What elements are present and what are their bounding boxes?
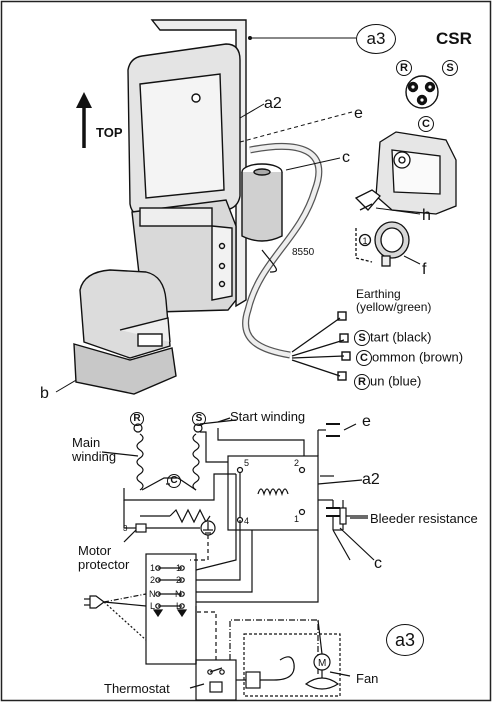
fan-motor-glyph: M	[318, 658, 326, 669]
schematic-small-text: 5 2 4 1 1 2 N L 1 2 N L M 3	[123, 458, 326, 669]
schematic-letter-r: R	[130, 412, 144, 426]
relay-bracket-drawing	[354, 131, 457, 215]
bleeder-resistance-label: Bleeder resistance	[370, 511, 478, 526]
terminal-row-1-right: 1	[176, 563, 181, 573]
terminal-row-1-left: 1	[150, 563, 155, 573]
up-arrow-icon	[76, 92, 92, 148]
legend-earthing-line2: (yellow/green)	[356, 300, 432, 314]
wiring-schematic	[84, 417, 375, 701]
legend-run-text: un (blue)	[370, 373, 422, 389]
relay-pin-1: 1	[294, 514, 299, 524]
svg-text:1: 1	[362, 236, 367, 246]
callout-f: f	[422, 261, 427, 278]
connector-letter-r: R	[396, 60, 412, 76]
schematic-callout-c: c	[374, 555, 382, 572]
callout-e: e	[354, 105, 363, 122]
callout-a3-bottom: a3	[386, 624, 424, 656]
schematic-callout-a2: a2	[362, 471, 380, 488]
top-label: TOP	[96, 125, 123, 140]
main-winding-label: Main winding	[72, 436, 116, 464]
motor-protector-line1: Motor	[78, 543, 112, 558]
page-title: CSR	[436, 29, 472, 48]
schematic-letter-s: S	[192, 412, 206, 426]
relay-pin-4: 4	[244, 516, 249, 526]
legend-start-text: tart (black)	[370, 329, 432, 345]
callout-b: b	[40, 385, 49, 402]
legend-earthing-line1: Earthing	[356, 287, 401, 301]
callout-h: h	[422, 207, 431, 224]
part-number-label: 8550	[292, 247, 315, 258]
legend-common-text: ommon (brown)	[372, 349, 464, 365]
main-winding-line1: Main	[72, 435, 101, 450]
legend-start-letter: S	[354, 330, 370, 346]
motor-protector-number: 3	[123, 524, 128, 533]
main-winding-line2: winding	[72, 449, 117, 464]
terminal-row-n-left: N	[149, 589, 156, 599]
callout-a2: a2	[264, 95, 282, 112]
terminal-row-2-right: 2	[176, 575, 181, 585]
motor-protector-line2: protector	[78, 557, 130, 572]
schematic-callout-e: e	[362, 413, 371, 430]
terminal-row-2-left: 2	[150, 575, 155, 585]
terminal-row-l-right: L	[176, 601, 181, 611]
legend-common-letter: C	[356, 350, 372, 366]
schematic-letter-c: C	[167, 474, 181, 488]
motor-protector-label: Motor protector	[78, 544, 129, 572]
connector-letter-s: S	[442, 60, 458, 76]
relay-pin-2: 2	[294, 458, 299, 468]
callout-a3-top: a3	[356, 24, 396, 54]
start-winding-label: Start winding	[230, 409, 306, 424]
csr-connector-icon	[405, 75, 439, 109]
terminal-row-n-right: N	[175, 589, 182, 599]
power-plug-drawing	[73, 269, 177, 395]
a3-leader-dot	[248, 36, 252, 40]
legend-run-letter: R	[354, 374, 370, 390]
motor-protector-drawing: 1	[355, 221, 410, 267]
callout-c: c	[342, 149, 350, 166]
fan-label: Fan	[356, 671, 379, 686]
relay-pin-5: 5	[244, 458, 249, 468]
legend-earthing: Earthing (yellow/green)	[356, 288, 431, 314]
thermostat-label: Thermostat	[104, 681, 170, 696]
connector-letter-c: C	[418, 116, 434, 132]
terminal-row-l-left: L	[150, 601, 155, 611]
